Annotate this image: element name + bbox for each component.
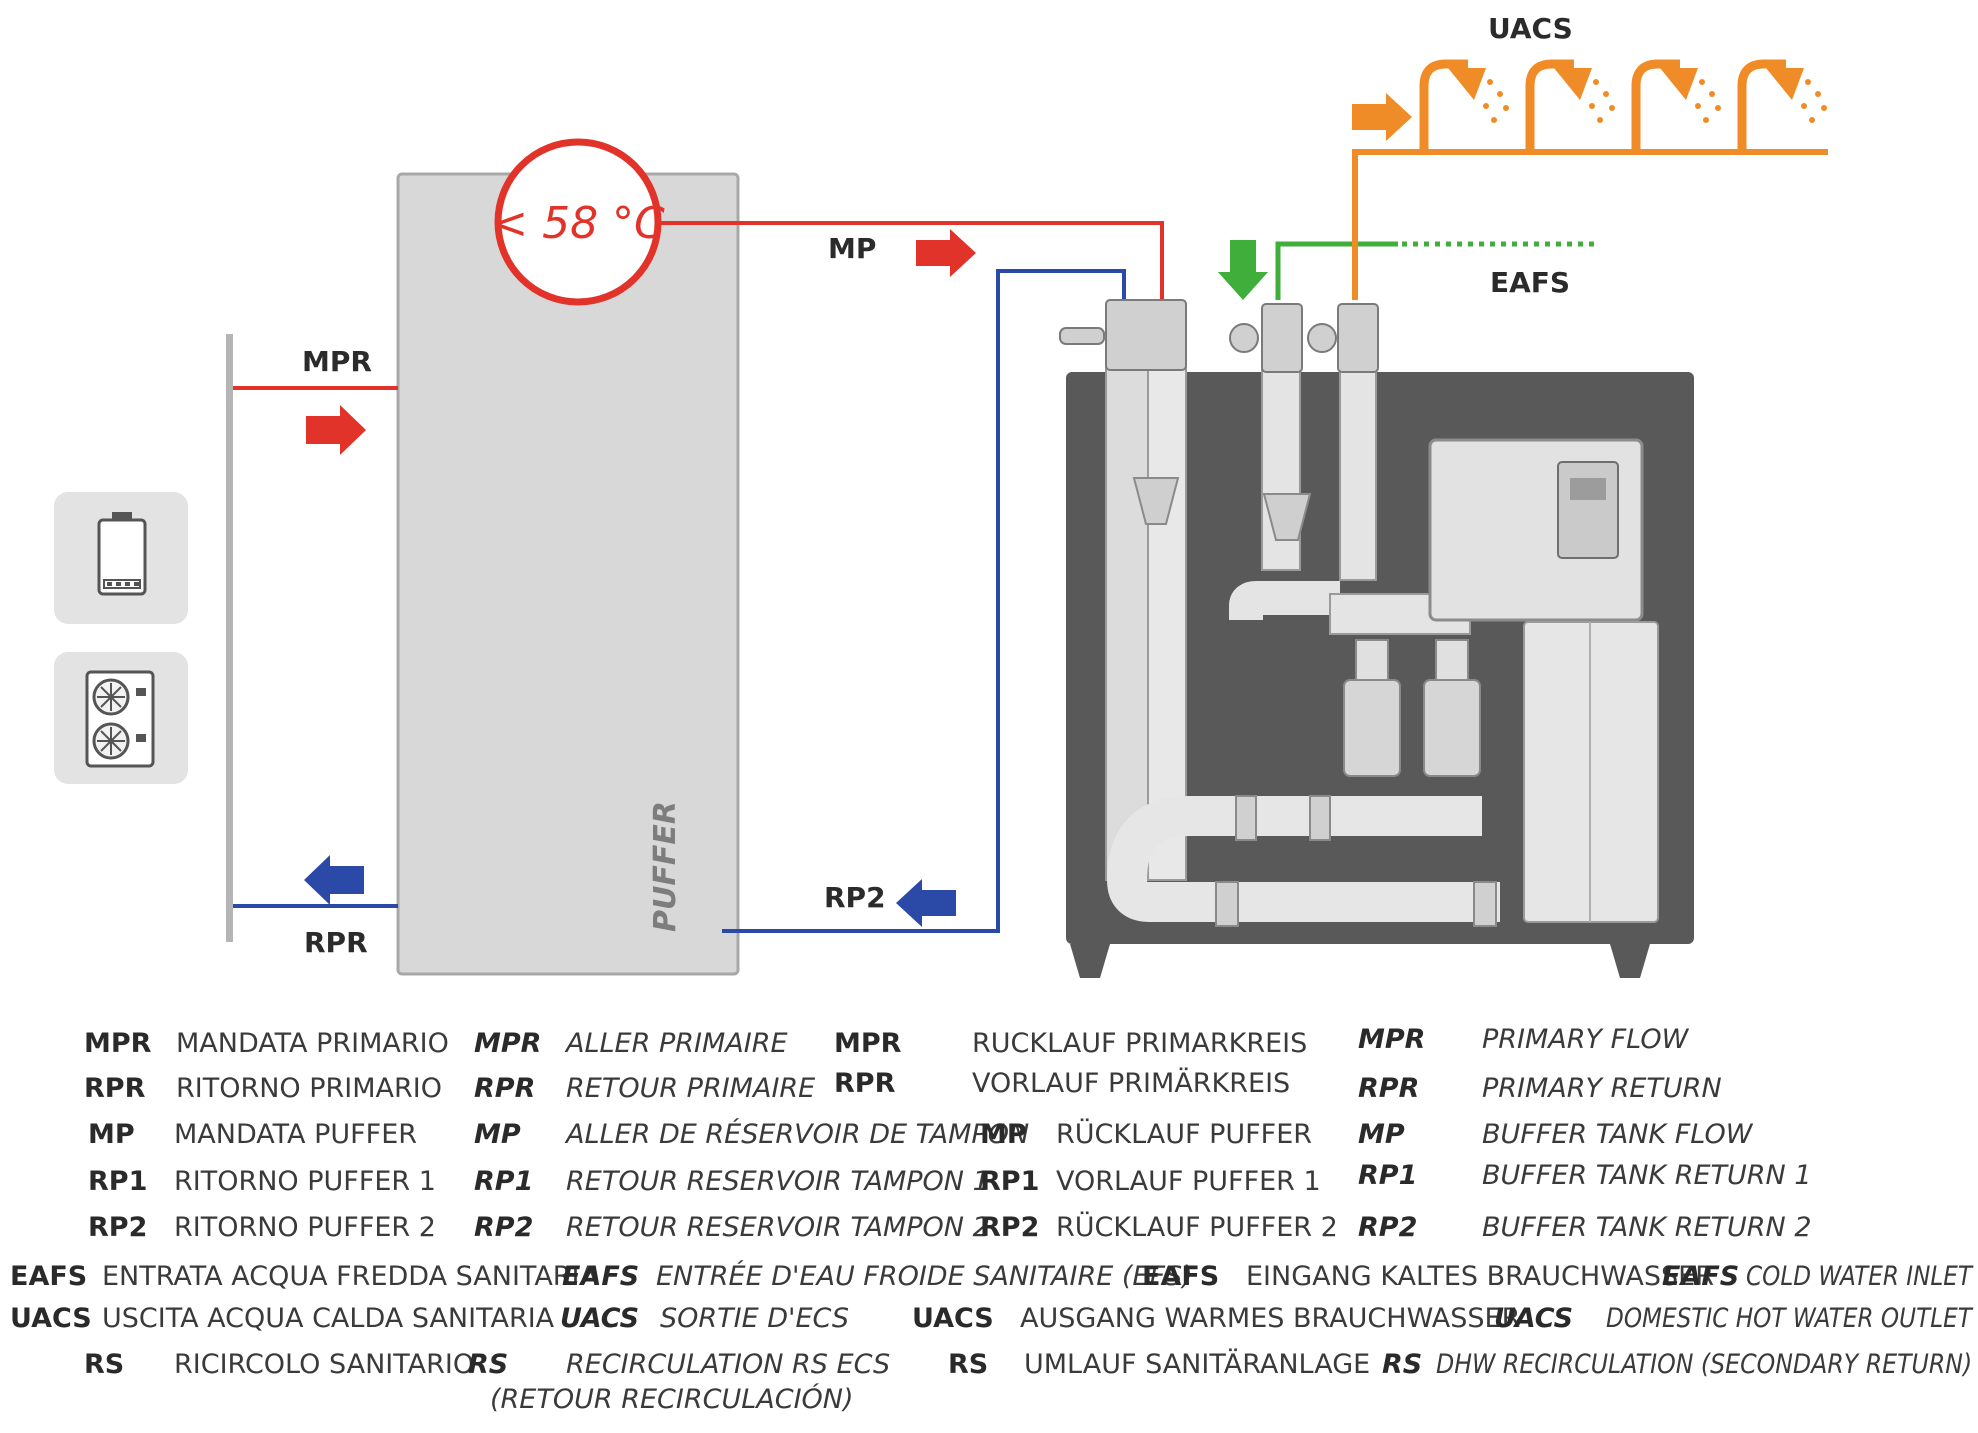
- heat-pump-icon: [54, 652, 188, 784]
- rp2-arrow: [896, 879, 956, 927]
- rp2-pipe: [722, 269, 1126, 933]
- mp-arrow: [916, 229, 976, 277]
- label-uacs: UACS: [1488, 12, 1573, 45]
- label-mpr: MPR: [302, 345, 372, 378]
- uacs-arrow: [1352, 93, 1412, 141]
- label-eafs: EAFS: [1490, 266, 1570, 299]
- control-display: [1557, 461, 1619, 559]
- manifold-bar: [226, 334, 233, 942]
- label-mp: MP: [828, 232, 876, 265]
- hydraulic-module: [1059, 299, 1694, 978]
- label-rpr: RPR: [304, 926, 368, 959]
- shower-icon: [1419, 59, 1786, 150]
- rpr-arrow: [304, 855, 364, 905]
- temperature-circle: [494, 138, 662, 306]
- eafs-arrow: [1218, 240, 1268, 300]
- eafs-pipe: [1275, 241, 1398, 300]
- uacs-pipe: [1352, 149, 1828, 300]
- boiler-icon: [54, 492, 188, 624]
- shower-spray: [1448, 68, 1827, 123]
- mpr-arrow: [306, 405, 366, 455]
- temperature-value: < 58 °C: [491, 198, 665, 249]
- mp-pipe: [654, 221, 1164, 300]
- label-rp2: RP2: [824, 881, 886, 914]
- tank-label: PUFFER: [648, 801, 683, 932]
